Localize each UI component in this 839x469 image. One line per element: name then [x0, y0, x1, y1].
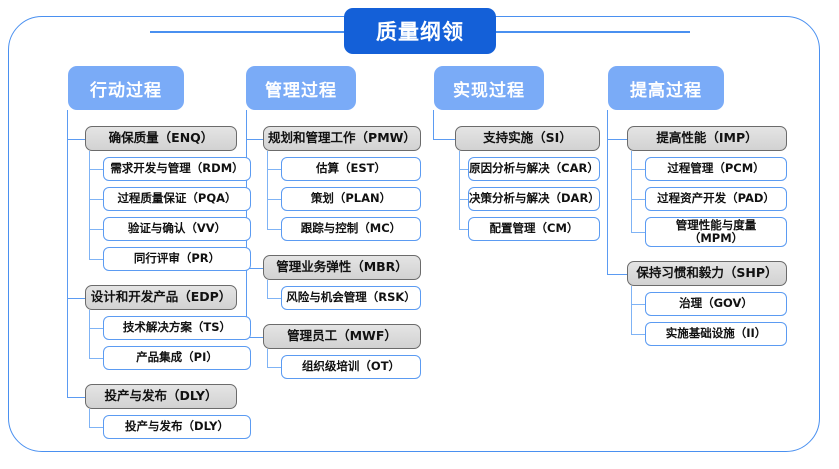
connector-group-to--pr: [89, 259, 103, 261]
connector-group-to--dar: [459, 199, 468, 201]
leaf-box--cm[interactable]: 配置管理（CM）: [468, 217, 600, 241]
leaf-box--pad[interactable]: 过程资产开发（PAD）: [645, 187, 787, 211]
group-box--pmw[interactable]: 规划和管理工作（PMW）: [263, 126, 421, 151]
leaf-box--gov[interactable]: 治理（GOV）: [645, 292, 787, 316]
leaf-box--dly[interactable]: 投产与发布（DLY）: [103, 415, 251, 439]
connector-trunk-to--pmw: [246, 138, 263, 140]
group-box--dly[interactable]: 投产与发布（DLY）: [85, 384, 237, 409]
leaf-box--mpm[interactable]: 管理性能与度量 （MPM）: [645, 217, 787, 247]
connector-subtrunk--imp: [631, 151, 633, 232]
connector-group-to--rdm: [89, 169, 103, 171]
connector-trunk-column-1: [67, 110, 69, 397]
leaf-box--car[interactable]: 原因分析与解决（CAR）: [468, 157, 600, 181]
leaf-box--pcm[interactable]: 过程管理（PCM）: [645, 157, 787, 181]
connector-group-to--dly: [89, 427, 103, 429]
connector-group-to--plan: [267, 199, 281, 201]
connector-trunk-to--imp: [607, 138, 627, 140]
connector-group-to--rsk: [267, 298, 281, 300]
connector-group-to--pad: [631, 199, 645, 201]
connector-trunk-to--enq: [67, 138, 85, 140]
group-box--edp[interactable]: 设计和开发产品（EDP）: [85, 285, 237, 310]
connector-group-to--pi: [89, 358, 103, 360]
connector-group-to--ot: [267, 367, 281, 369]
group-box--si[interactable]: 支持实施（SI）: [455, 126, 600, 151]
connector-trunk-to--edp: [67, 297, 85, 299]
connector-group-to--ii: [631, 334, 645, 336]
leaf-box--mc[interactable]: 跟踪与控制（MC）: [281, 217, 421, 241]
connector-group-to--est: [267, 169, 281, 171]
leaf-box--ts[interactable]: 技术解决方案（TS）: [103, 316, 251, 340]
leaf-box--rsk[interactable]: 风险与机会管理（RSK）: [281, 286, 421, 310]
group-box--imp[interactable]: 提高性能（IMP）: [627, 126, 787, 151]
leaf-box--ii[interactable]: 实施基础设施（II）: [645, 322, 787, 346]
connector-group-to--pcm: [631, 169, 645, 171]
column-header-3[interactable]: 实现过程: [434, 66, 544, 110]
leaf-box--pi[interactable]: 产品集成（PI）: [103, 346, 251, 370]
connector-trunk-column-4: [607, 110, 609, 274]
connector-group-to--car: [459, 169, 468, 171]
column-header-4[interactable]: 提高过程: [608, 66, 724, 110]
group-box--mbr[interactable]: 管理业务弹性（MBR）: [263, 255, 421, 280]
leaf-box--est[interactable]: 估算（EST）: [281, 157, 421, 181]
leaf-box--pr[interactable]: 同行评审（PR）: [103, 247, 251, 271]
leaf-box--plan[interactable]: 策划（PLAN）: [281, 187, 421, 211]
connector-group-to--pqa: [89, 199, 103, 201]
connector-subtrunk--enq: [89, 151, 91, 259]
connector-group-to--vv: [89, 229, 103, 231]
group-box--mwf[interactable]: 管理员工（MWF）: [263, 324, 421, 349]
connector-group-to--ts: [89, 328, 103, 330]
diagram-title: 质量纲领: [344, 8, 496, 54]
connector-trunk-to--mbr: [246, 267, 263, 269]
connector-subtrunk--mbr: [267, 280, 269, 298]
connector-subtrunk--dly: [89, 409, 91, 427]
leaf-box--ot[interactable]: 组织级培训（OT）: [281, 355, 421, 379]
leaf-box--dar[interactable]: 决策分析与解决（DAR）: [468, 187, 600, 211]
connector-trunk-to--si: [433, 138, 455, 140]
connector-subtrunk--pmw: [267, 151, 269, 229]
group-box--shp[interactable]: 保持习惯和毅力（SHP）: [627, 261, 787, 286]
connector-group-to--mpm: [631, 232, 645, 234]
column-header-1[interactable]: 行动过程: [68, 66, 184, 110]
connector-subtrunk--si: [459, 151, 461, 229]
column-header-2[interactable]: 管理过程: [246, 66, 356, 110]
connector-subtrunk--edp: [89, 310, 91, 358]
connector-trunk-to--shp: [607, 273, 627, 275]
leaf-box--vv[interactable]: 验证与确认（VV）: [103, 217, 251, 241]
connector-trunk-to--dly: [67, 396, 85, 398]
connector-group-to--gov: [631, 304, 645, 306]
connector-group-to--mc: [267, 229, 281, 231]
leaf-box--rdm[interactable]: 需求开发与管理（RDM）: [103, 157, 251, 181]
leaf-box--pqa[interactable]: 过程质量保证（PQA）: [103, 187, 251, 211]
connector-subtrunk--shp: [631, 286, 633, 334]
connector-trunk-column-3: [433, 110, 435, 139]
connector-trunk-to--mwf: [246, 336, 263, 338]
connector-subtrunk--mwf: [267, 349, 269, 367]
connector-group-to--cm: [459, 229, 468, 231]
group-box--enq[interactable]: 确保质量（ENQ）: [85, 126, 237, 151]
